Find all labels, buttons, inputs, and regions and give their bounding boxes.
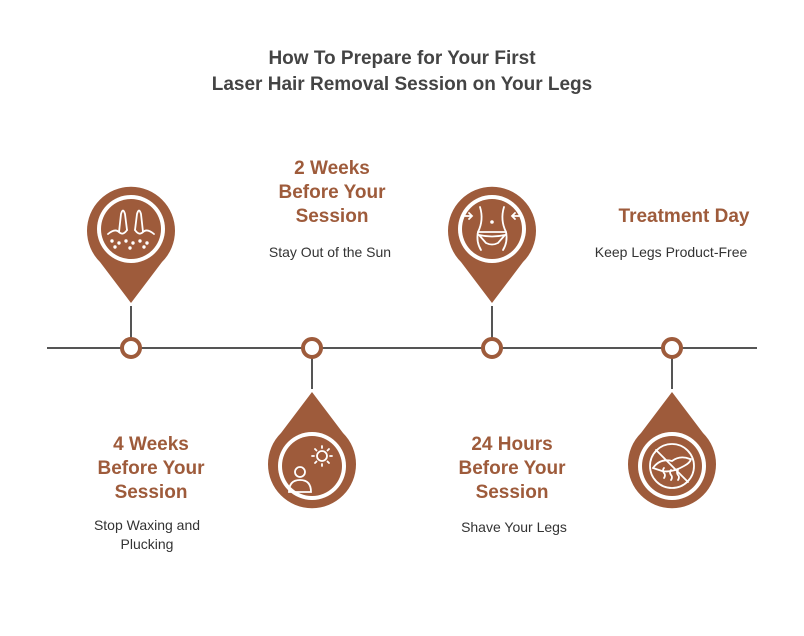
pin-marker-4 bbox=[628, 392, 716, 509]
stage-1-description: Stop Waxing and Plucking bbox=[61, 516, 233, 554]
pin-marker-1 bbox=[87, 186, 175, 303]
stage-2-title: 2 Weeks Before Your Session bbox=[242, 157, 422, 229]
stage-1-description-line-2: Plucking bbox=[120, 536, 174, 552]
pin-marker-3 bbox=[448, 186, 536, 303]
stage-1-title-line-2: Before Your bbox=[97, 458, 205, 479]
stage-1-title-line-3: Session bbox=[114, 482, 188, 503]
stage-2-title-line-1: 2 Weeks bbox=[294, 158, 370, 179]
timeline-node-1 bbox=[120, 337, 142, 359]
stage-1-title: 4 Weeks Before Your Session bbox=[61, 433, 241, 505]
stage-2-title-line-3: Session bbox=[295, 206, 369, 227]
stage-4-description-line-1: Keep Legs Product-Free bbox=[594, 244, 748, 260]
stage-2-description-line-1: Stay Out of the Sun bbox=[268, 244, 392, 260]
title-line-2: Laser Hair Removal Session on Your Legs bbox=[211, 74, 593, 95]
stage-3-title-line-1: 24 Hours bbox=[471, 434, 553, 455]
stage-3-description: Shave Your Legs bbox=[414, 518, 614, 537]
infographic-title: How To Prepare for Your First Laser Hair… bbox=[0, 46, 804, 98]
stage-1-title-line-1: 4 Weeks bbox=[113, 434, 189, 455]
stage-3-description-line-1: Shave Your Legs bbox=[461, 519, 567, 535]
hair-follicle-icon bbox=[107, 209, 155, 250]
timeline-node-2 bbox=[301, 337, 323, 359]
timeline-node-4 bbox=[661, 337, 683, 359]
stage-4-title: Treatment Day bbox=[584, 205, 784, 229]
bikini-body-icon bbox=[464, 206, 520, 251]
stage-3-title-line-3: Session bbox=[475, 482, 549, 503]
stage-2-title-line-2: Before Your bbox=[278, 182, 386, 203]
stage-2-description: Stay Out of the Sun bbox=[230, 243, 430, 262]
timeline-node-3 bbox=[481, 337, 503, 359]
stage-3-title-line-2: Before Your bbox=[458, 458, 566, 479]
stage-1-description-line-1: Stop Waxing and bbox=[93, 517, 201, 533]
stage-4-title-line-1: Treatment Day bbox=[618, 206, 750, 227]
pin-marker-2 bbox=[268, 392, 356, 509]
stage-3-title: 24 Hours Before Your Session bbox=[422, 433, 602, 505]
stage-4-description: Keep Legs Product-Free bbox=[571, 243, 771, 262]
no-lotion-icon bbox=[649, 443, 695, 489]
title-line-1: How To Prepare for Your First bbox=[268, 48, 536, 69]
person-sun-icon bbox=[288, 445, 333, 493]
